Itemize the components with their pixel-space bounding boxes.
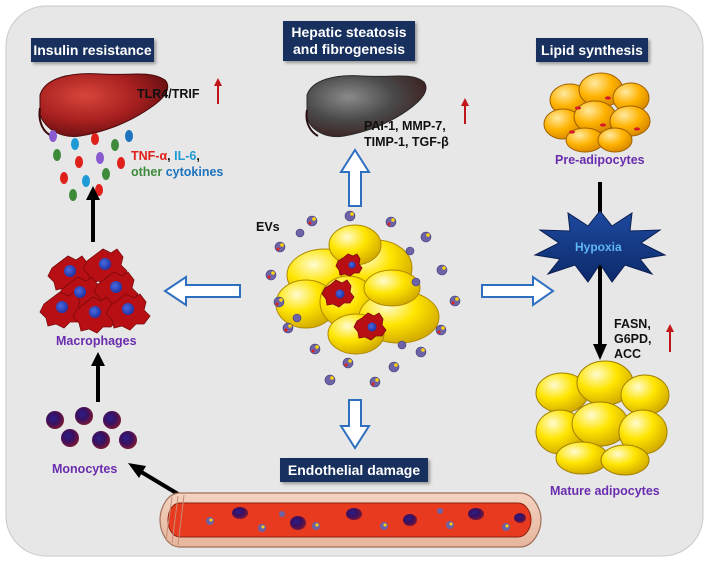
- label-comma-2: ,: [196, 149, 200, 163]
- header-insulin-resistance-text: Insulin resistance: [33, 41, 152, 58]
- label-hypoxia: Hypoxia: [575, 240, 622, 254]
- label-pre-adipocytes: Pre-adipocytes: [555, 153, 645, 167]
- label-timp1-tgfb: TIMP-1, TGF-β: [364, 135, 449, 149]
- label-cytokines-line2: other cytokines: [131, 164, 223, 180]
- ev-particles: [265, 210, 461, 388]
- arrow-vessel-to-monocytes: [136, 468, 180, 496]
- label-fasn: FASN,: [614, 317, 651, 331]
- header-insulin-resistance: Insulin resistance: [31, 38, 154, 62]
- label-comma-1: ,: [167, 149, 175, 163]
- hollow-arrow-left: [163, 275, 241, 307]
- label-il6: IL-6: [174, 149, 197, 163]
- label-acc: ACC: [614, 347, 642, 361]
- blood-vessel: [159, 492, 542, 548]
- header-lipid-synthesis: Lipid synthesis: [536, 38, 648, 62]
- ev-adipocyte-cluster: [275, 224, 440, 355]
- label-mature-adipocytes: Mature adipocytes: [550, 484, 660, 498]
- liver-icon-hepatic: [305, 75, 427, 138]
- header-lipid-synthesis-text: Lipid synthesis: [541, 41, 643, 58]
- header-hepatic-line2: and fibrogenesis: [292, 41, 406, 57]
- mature-adipocytes-cluster: [535, 360, 670, 476]
- label-g6pd: G6PD,: [614, 332, 652, 346]
- header-endothelial-damage: Endothelial damage: [280, 458, 428, 482]
- label-other: other: [131, 165, 163, 179]
- hollow-arrow-right: [481, 275, 555, 307]
- monocytes-cluster: [46, 407, 137, 449]
- label-tnf-alpha: TNF-α: [131, 149, 168, 163]
- pre-adipocytes-cluster: [543, 72, 651, 153]
- hollow-arrow-down: [339, 399, 371, 450]
- label-evs: EVs: [256, 220, 280, 234]
- label-cytokines: cytokines: [162, 165, 224, 179]
- label-macrophages: Macrophages: [56, 334, 137, 348]
- label-monocytes: Monocytes: [52, 462, 118, 476]
- header-hepatic-steatosis: Hepatic steatosis and fibrogenesis: [283, 21, 415, 61]
- cytokine-dots: [49, 130, 133, 201]
- hollow-arrow-up: [339, 148, 371, 207]
- macrophages-cluster: [39, 248, 151, 334]
- hypoxia-burst: [533, 210, 667, 283]
- header-hepatic-line1: Hepatic steatosis: [291, 24, 407, 40]
- header-endothelial-damage-text: Endothelial damage: [287, 461, 421, 478]
- label-tlr4-trif: TLR4/TRIF: [137, 87, 200, 101]
- label-cytokines-line1: TNF-α, IL-6,: [131, 148, 200, 164]
- label-pai1-mmp7: PAI-1, MMP-7,: [364, 119, 446, 133]
